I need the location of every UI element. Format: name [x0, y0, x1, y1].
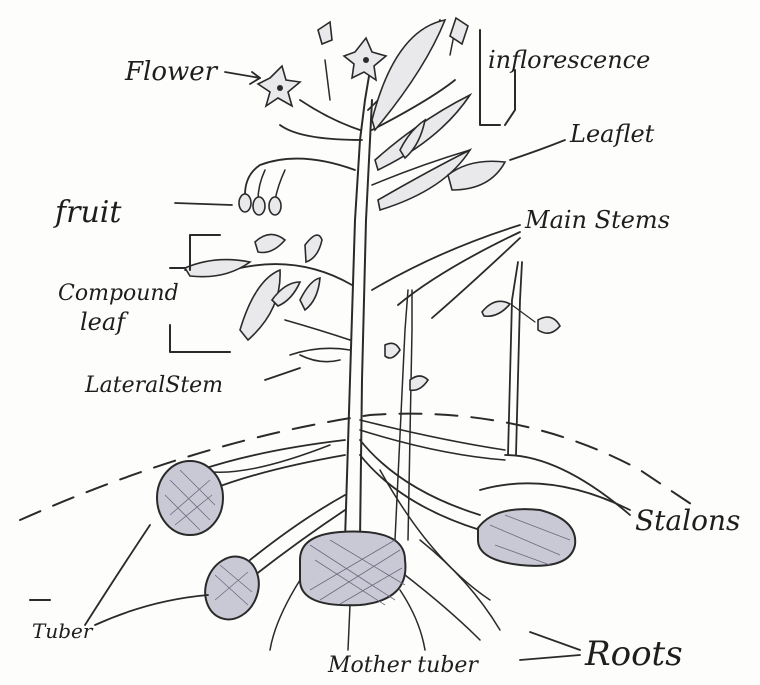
label-roots: Roots [584, 634, 683, 674]
label-tuber: Tuber [32, 619, 94, 643]
tuber-left-lower [197, 549, 268, 627]
compound-leaf-drawing [185, 234, 352, 340]
label-fruit: fruit [53, 195, 122, 230]
mother-tuber-drawing [300, 532, 405, 606]
label-flower: Flower [124, 57, 219, 87]
tuber-left-upper [157, 461, 223, 535]
label-compound-leaf-line1: Compound [58, 281, 179, 306]
upper-leaves [372, 20, 505, 210]
label-lateral-stem: LateralStem [84, 373, 223, 398]
tuber-right [478, 509, 575, 566]
label-inflorescence: inflorescence [488, 46, 650, 74]
fruit-branch [239, 159, 355, 215]
label-compound-leaf-line2: leaf [80, 308, 129, 336]
label-main-stems: Main Stems [524, 206, 670, 234]
lateral-stems [285, 320, 428, 390]
flower-2 [344, 38, 386, 80]
label-stalons: Stalons [635, 504, 740, 537]
flower-bud-1 [318, 22, 332, 44]
flower-1 [258, 66, 300, 106]
label-leaflet: Leaflet [569, 120, 655, 148]
label-mother-tuber: Mother tuber [327, 653, 479, 678]
